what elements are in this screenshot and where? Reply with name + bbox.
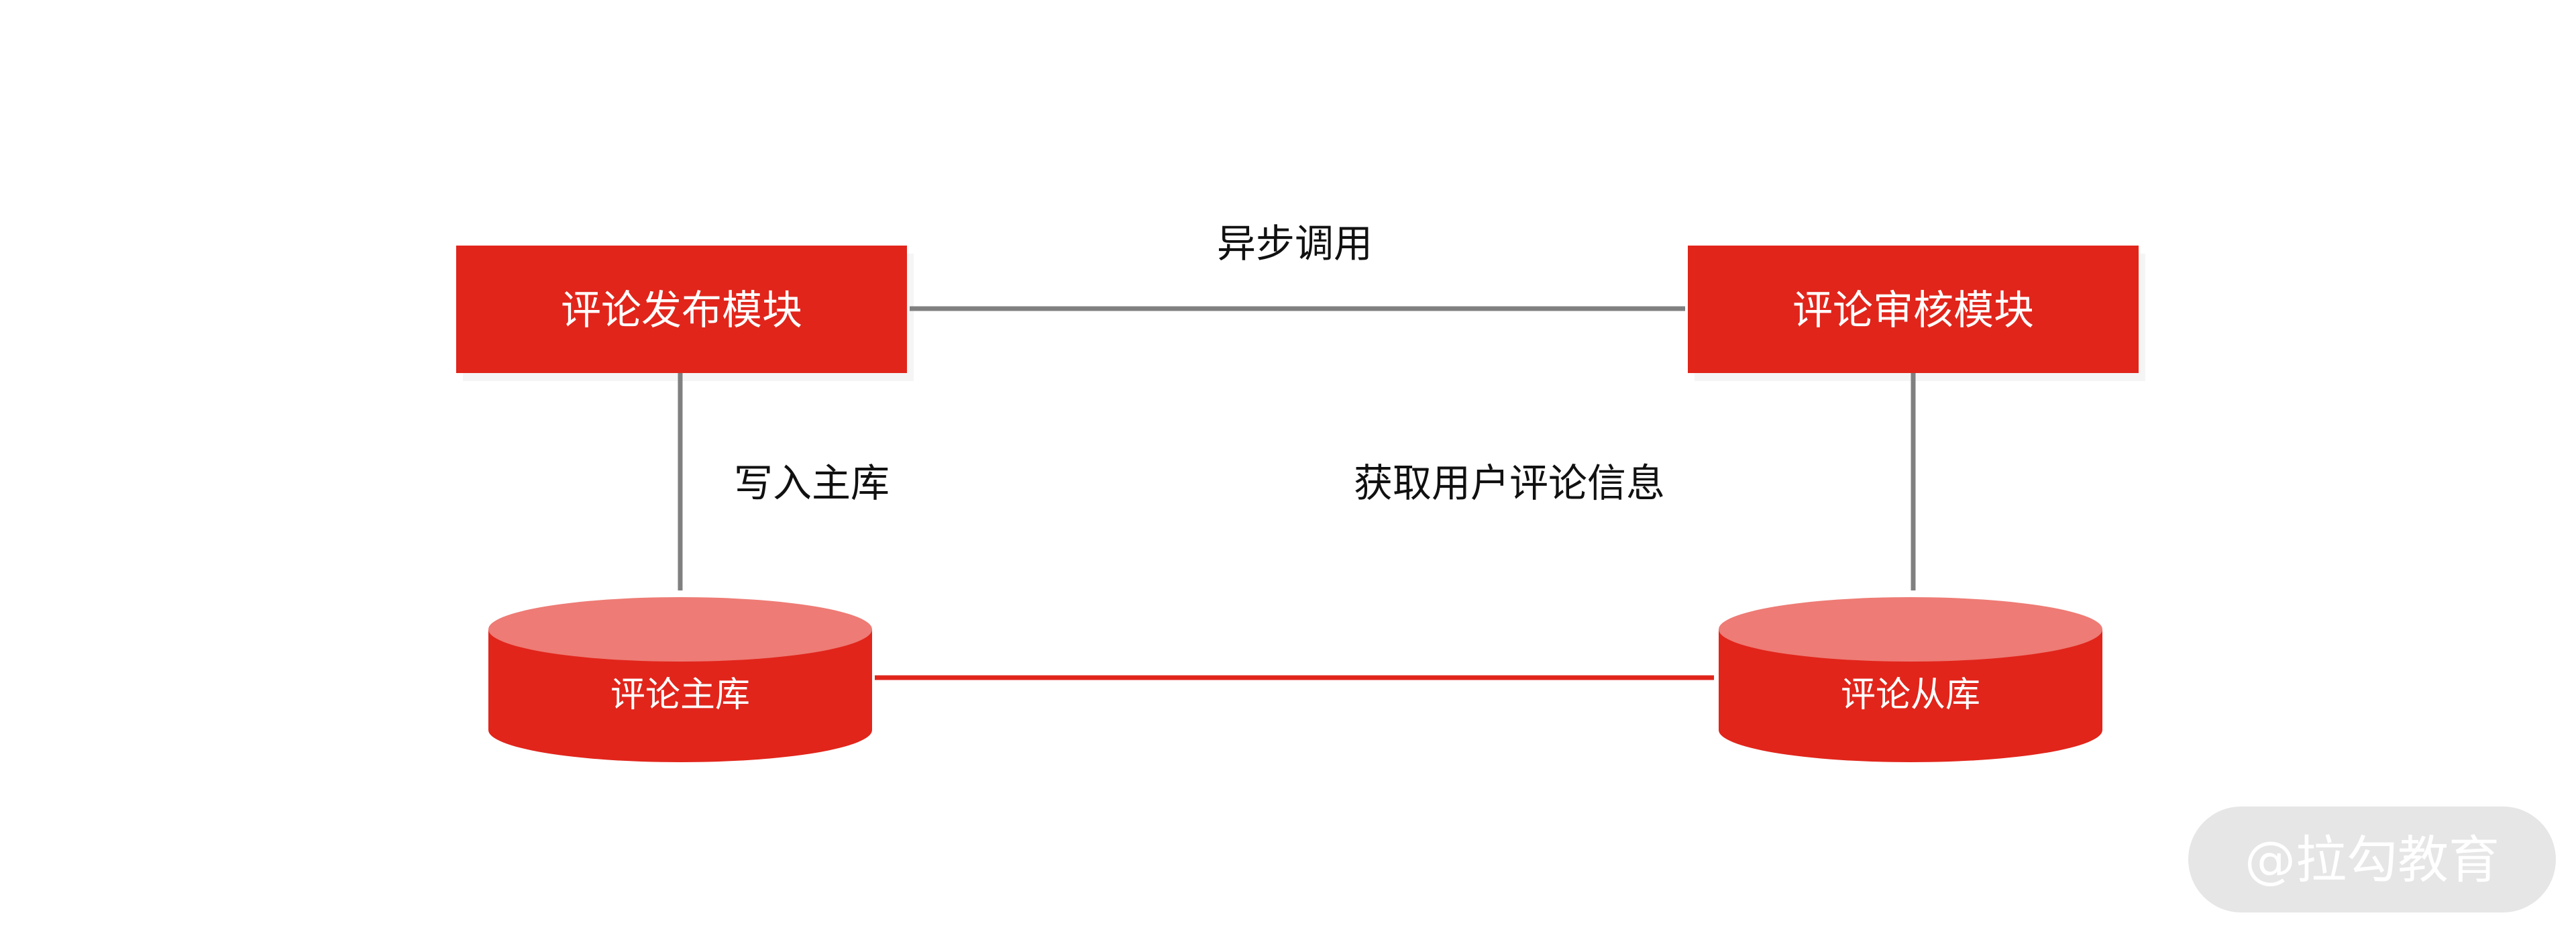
review-module-label: 评论审核模块	[1792, 287, 2034, 334]
publish-module-box	[456, 246, 907, 373]
watermark-pill	[2188, 806, 2556, 912]
fetch-comments-label: 获取用户评论信息	[1354, 460, 1665, 506]
slave-db-label: 评论从库	[1841, 675, 1980, 715]
slave-db-top	[1719, 597, 2102, 662]
review-module-box	[1688, 246, 2139, 373]
master-db-label: 评论主库	[610, 675, 750, 715]
slave-db-node: 评论从库	[1719, 597, 2102, 762]
slave-db-body	[1719, 629, 2102, 762]
write-master-label: 写入主库	[734, 460, 890, 506]
master-db-body	[488, 629, 872, 762]
master-db-top	[488, 597, 872, 662]
watermark: @拉勾教育	[2188, 806, 2556, 912]
master-db-node: 评论主库	[488, 597, 872, 762]
watermark-text: @拉勾教育	[2245, 830, 2500, 890]
async-call-label: 异步调用	[1217, 221, 1373, 266]
publish-module-node: 评论发布模块	[456, 246, 907, 373]
publish-module-label: 评论发布模块	[561, 287, 802, 334]
review-module-node: 评论审核模块	[1688, 246, 2139, 373]
